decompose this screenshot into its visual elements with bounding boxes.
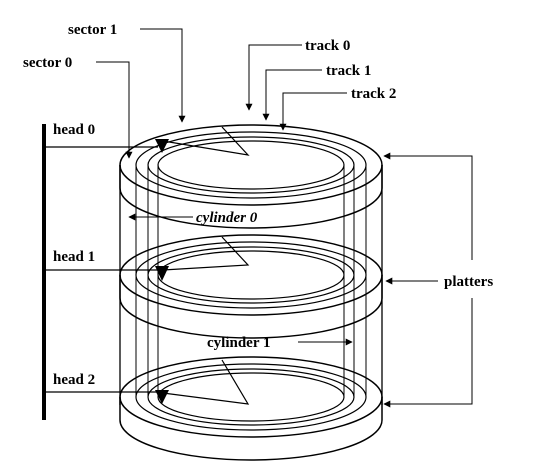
platter-1-track-2: [157, 250, 345, 300]
platter-2-rim: [119, 397, 383, 461]
platter-0-rim: [119, 165, 383, 229]
track0-leader: [245, 44, 302, 111]
head2-label: head 2: [53, 372, 95, 388]
platter-0-track-0: [135, 131, 367, 199]
cylinder-walls: [119, 165, 383, 405]
track1-leader: [262, 69, 322, 121]
platters-leader-top: [383, 152, 473, 260]
platter-0-top: [119, 124, 383, 206]
head-assembly: [42, 124, 158, 420]
labels: sector 1 sector 0 track 0 track 1 track …: [23, 22, 493, 388]
platter-0-track-1: [147, 136, 355, 194]
platter-1-sector-wedge: [162, 236, 250, 271]
platter-2-sector-wedge: [162, 359, 250, 405]
cylinder1-label: cylinder 1: [207, 335, 270, 351]
platters-leader-bottom: [383, 298, 473, 408]
platter-2: [119, 356, 383, 461]
platter-1-top: [119, 234, 383, 316]
track1-label: track 1: [326, 63, 371, 79]
platter-0-track-2: [157, 140, 345, 190]
platter-0: [119, 124, 383, 229]
platter-1-track-0: [135, 241, 367, 309]
track0-label: track 0: [305, 38, 350, 54]
sector0-label: sector 0: [23, 55, 72, 71]
sector0-leader: [96, 61, 133, 159]
platter-0-head-marker: [155, 139, 169, 153]
cylinder0-label: cylinder 0: [196, 210, 258, 226]
track2-label: track 2: [351, 86, 396, 102]
platter-1-head-marker: [155, 266, 169, 281]
platter-2-track-1: [147, 368, 355, 426]
platter-1-rim: [119, 275, 383, 339]
platter-2-track-0: [135, 363, 367, 431]
sector1-leader: [140, 28, 186, 123]
head1-label: head 1: [53, 249, 95, 265]
sector1-label: sector 1: [68, 22, 117, 38]
platter-2-head-marker: [155, 390, 169, 404]
track2-leader: [279, 92, 347, 131]
platter-2-track-2: [157, 372, 345, 422]
leader-lines: [96, 28, 473, 408]
platter-2-top: [119, 356, 383, 438]
head0-label: head 0: [53, 122, 95, 138]
platter-0-sector-wedge: [162, 126, 250, 156]
platter-1-track-1: [147, 246, 355, 304]
platter-1: [119, 234, 383, 339]
platters-label: platters: [444, 274, 493, 290]
